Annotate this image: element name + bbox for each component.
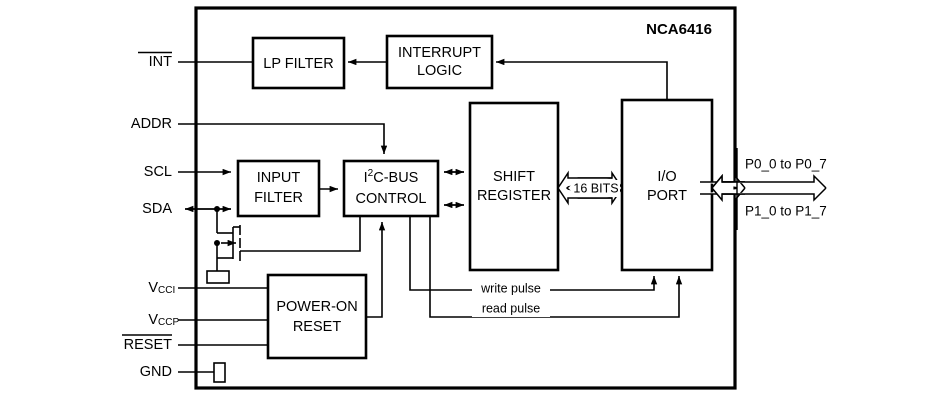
block-label-input-filter-line1: INPUT: [257, 170, 301, 186]
wire-addr: [178, 123, 388, 155]
block-label-ioport-line1: I/O: [657, 169, 676, 185]
block-label-por-line1: POWER-ON: [276, 299, 357, 315]
wire-por-to-i2c: [366, 221, 386, 318]
port-bus-group: [700, 173, 827, 203]
port-label-p1: P1_0 to P1_7: [745, 204, 827, 219]
block-label-shift-line2: REGISTER: [477, 188, 551, 204]
pin-label-reset: RESET: [122, 334, 172, 353]
write-pulse-label-backdrop: [472, 281, 550, 297]
pin-label-sda: SDA: [142, 201, 172, 217]
read-pulse-label-backdrop: [472, 301, 550, 317]
block-power-on-reset[interactable]: [266, 273, 368, 360]
wire-i2c-to-fet: [240, 216, 361, 252]
bus-label-16-bits: 16 BITS: [573, 181, 618, 195]
port-label-p0: P0_0 to P0_7: [745, 157, 827, 172]
block-shift-register[interactable]: [468, 101, 560, 272]
pin-text-reset: RESET: [124, 337, 172, 353]
block-lp-filter[interactable]: [251, 36, 346, 90]
block-label-input-filter-line2: FILTER: [254, 190, 303, 206]
fet-source-pad-icon: [206, 270, 230, 284]
block-io-port[interactable]: [620, 98, 714, 272]
chip-title: NCA6416: [646, 21, 712, 38]
block-label-interrupt-line2: LOGIC: [417, 63, 462, 79]
label-write-pulse: write pulse: [480, 281, 541, 295]
pin-text-vccp: V: [148, 312, 158, 328]
pin-subscript-vcci: CCI: [158, 285, 175, 296]
pin-label-vccp: V CCP: [148, 312, 179, 328]
wire-read-pulse: [429, 216, 683, 318]
wire-ioport-to-interrupt: [495, 58, 668, 100]
bus-16-bits: 16 BITS: [557, 170, 623, 206]
pin-label-int: INT: [138, 51, 173, 70]
block-label-shift-line1: SHIFT: [493, 169, 535, 185]
label-read-pulse: read pulse: [482, 301, 540, 315]
pin-text-vcci: V: [148, 280, 158, 296]
block-label-i2c-line2: CONTROL: [356, 191, 427, 207]
block-label-interrupt-line1: INTERRUPT: [398, 45, 481, 61]
block-label-i2c-line1: I2C-BUS: [364, 168, 419, 186]
pin-text-int: INT: [149, 54, 173, 70]
block-input-filter[interactable]: [236, 159, 321, 218]
pin-label-scl: SCL: [144, 164, 172, 180]
pin-label-gnd: GND: [140, 364, 172, 380]
block-label-por-line2: RESET: [293, 319, 341, 335]
block-label-lp-filter: LP FILTER: [263, 56, 333, 72]
block-i2c-bus-control[interactable]: [342, 159, 440, 218]
pin-label-vcci: V CCI: [148, 280, 175, 296]
bus-label-backdrop: [572, 180, 620, 197]
junction-fet-gate: [214, 240, 220, 246]
pin-label-addr: ADDR: [131, 116, 172, 132]
gnd-pad-icon: [213, 362, 226, 383]
block-label-ioport-line2: PORT: [647, 188, 687, 204]
pin-subscript-vccp: CCP: [158, 317, 179, 328]
